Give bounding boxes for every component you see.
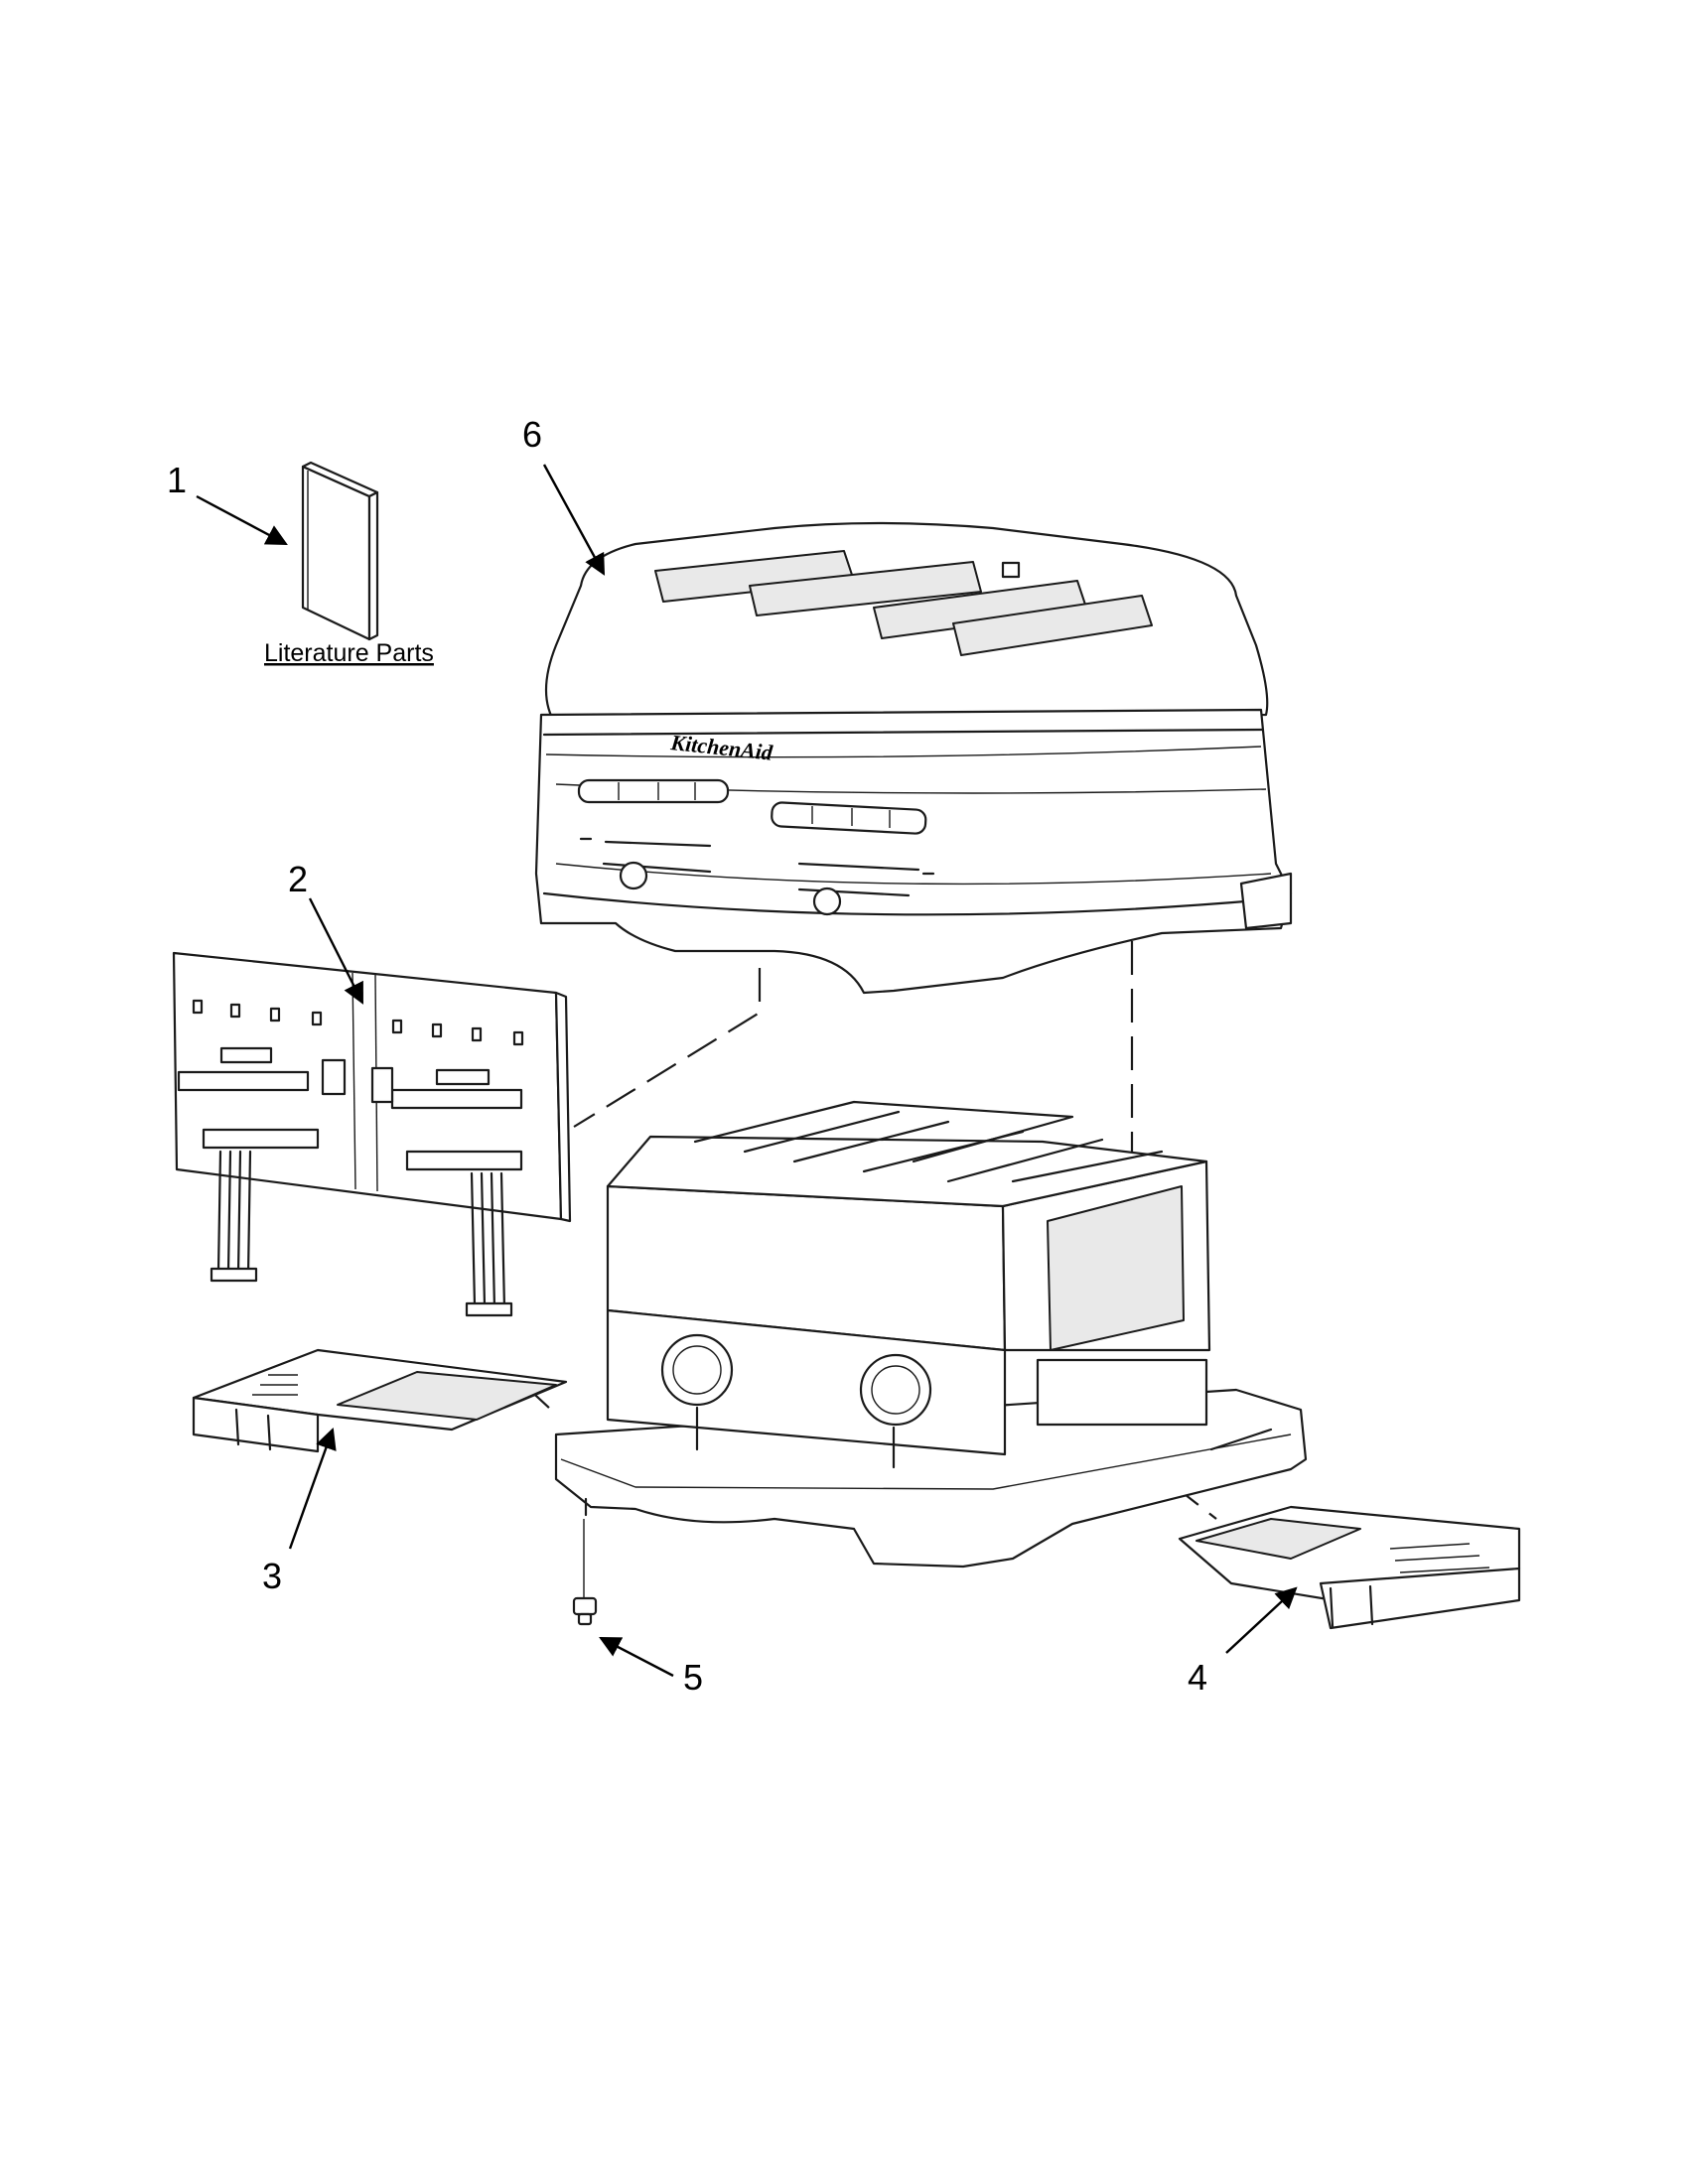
- left-control-panel: [577, 778, 730, 804]
- left-lever-knob: [619, 861, 648, 890]
- part-4-right-crumb-tray[interactable]: [1178, 1505, 1521, 1630]
- part-2-control-board[interactable]: [172, 951, 572, 1317]
- part-6-outer-housing[interactable]: KitchenAid: [534, 521, 1293, 995]
- part-5-foot[interactable]: [572, 1519, 598, 1626]
- toaster-slots: [654, 550, 1153, 656]
- right-lever-knob: [812, 887, 842, 916]
- callout-leader-arrows: [196, 464, 1298, 1678]
- right-control-panel: [771, 801, 927, 835]
- callout-1[interactable]: 1: [167, 460, 187, 500]
- right-motor-housing: [859, 1353, 932, 1427]
- part-3-left-crumb-tray[interactable]: [192, 1348, 568, 1453]
- callout-6[interactable]: 6: [522, 414, 542, 455]
- toaster-chassis-base: [554, 1100, 1308, 1569]
- callout-3[interactable]: 3: [262, 1556, 282, 1596]
- left-motor-housing: [660, 1333, 734, 1407]
- literature-parts-label[interactable]: Literature Parts: [264, 639, 434, 667]
- callout-4[interactable]: 4: [1188, 1657, 1207, 1698]
- part-1-literature-booklet[interactable]: [301, 461, 379, 641]
- callout-2[interactable]: 2: [288, 859, 308, 899]
- callout-5[interactable]: 5: [683, 1657, 703, 1698]
